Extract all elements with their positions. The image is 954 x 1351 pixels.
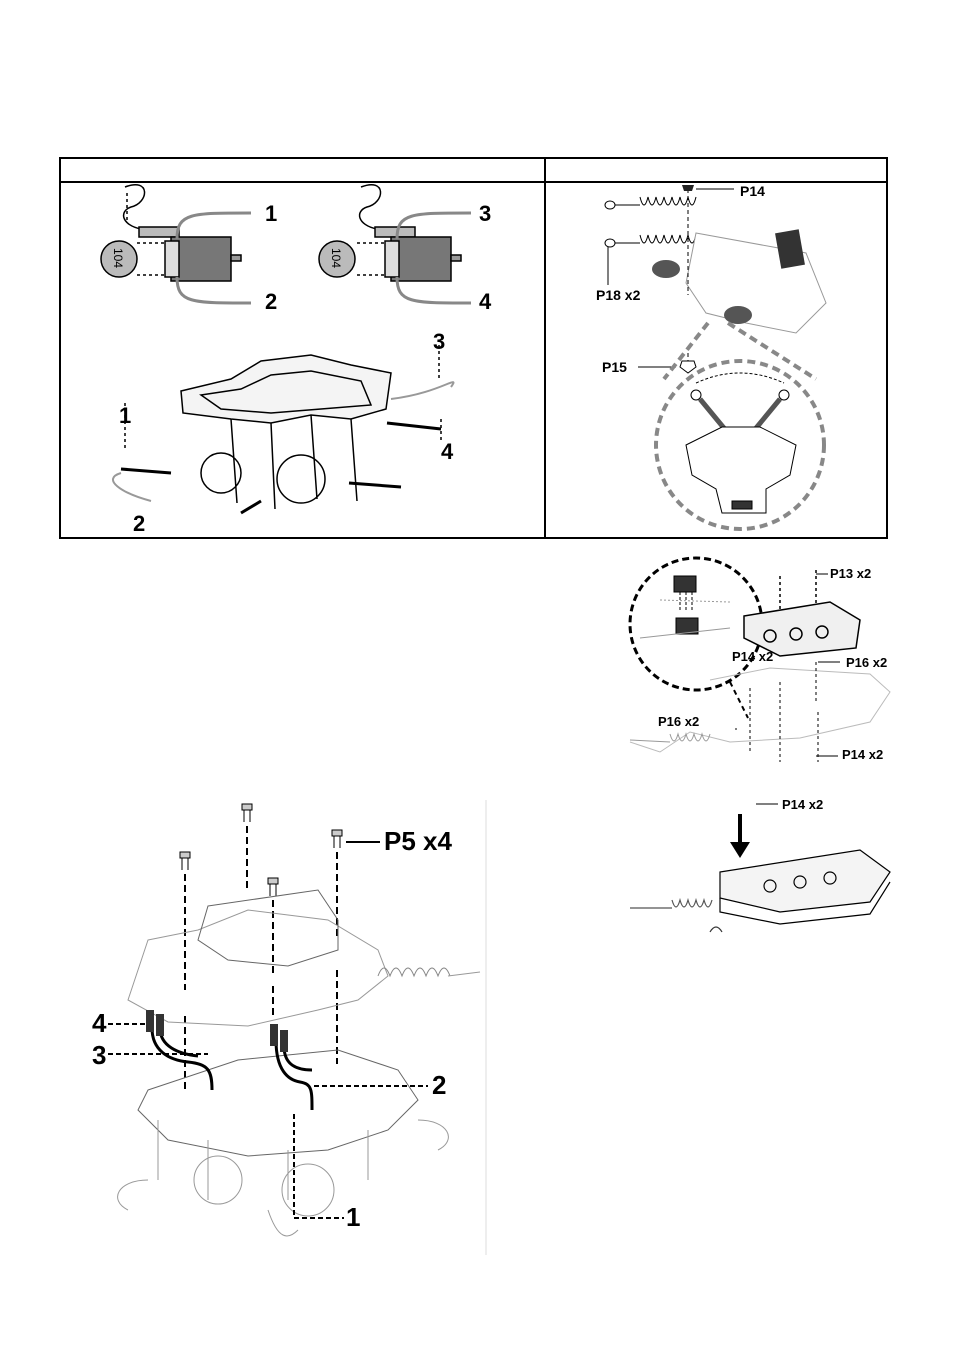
part-label-p16-right: P16 x2	[846, 655, 888, 670]
motor-wiring-drawing	[100, 184, 472, 515]
chassis-label-2: 2	[133, 511, 146, 536]
wire-label-3-bottom: 3	[92, 1040, 107, 1070]
wire-label-2-bottom: 2	[432, 1070, 447, 1100]
chassis-label-3: 3	[433, 329, 446, 354]
part-label-p14: P14	[740, 183, 765, 199]
part-label-p16-left: P16 x2	[658, 714, 700, 729]
motor-2-illustration	[357, 184, 472, 305]
wire-label-4-bottom: 4	[92, 1008, 107, 1038]
chassis-illustration	[112, 193, 455, 515]
motor-1-badge-label: 104	[111, 247, 126, 269]
sensor-board-drawing	[604, 185, 827, 531]
battery-assembly: P13 x2 P14 x2 P16 x2 P16 x2 P14 x2 P14 x…	[620, 552, 900, 962]
part-label-p18: P18 x2	[596, 287, 641, 303]
top-table	[59, 157, 888, 539]
sensor-board-panel: P14 P18 x2 P15	[546, 183, 886, 537]
wire-label-4: 4	[479, 289, 492, 314]
motor-1-illustration	[122, 184, 252, 305]
table-header-divider	[59, 181, 888, 183]
part-label-p14-right: P14 x2	[842, 747, 884, 762]
part-label-p14-upper: P14 x2	[732, 649, 774, 664]
part-label-p15: P15	[602, 359, 627, 375]
part-label-p13: P13 x2	[830, 566, 872, 581]
wire-label-1-bottom: 1	[346, 1202, 361, 1232]
part-label-p5: P5 x4	[384, 826, 452, 856]
part-label-p14-bottom: P14 x2	[782, 797, 824, 812]
chassis-assembly: P5 x4 4 3 2 1	[88, 800, 488, 1255]
wire-label-3: 3	[479, 201, 492, 226]
motor-2-badge	[318, 240, 356, 278]
table-column-divider	[544, 157, 546, 539]
chassis-label-1: 1	[119, 403, 132, 428]
motor-wiring-panel: 104 104 1 2 3 4 3 1 4 2	[61, 183, 544, 537]
chassis-assembly-drawing	[108, 800, 487, 1255]
motor-1-badge	[100, 240, 138, 278]
chassis-label-4: 4	[441, 439, 454, 464]
battery-assembly-drawing	[628, 556, 891, 933]
wire-label-1: 1	[265, 201, 278, 226]
wire-label-2: 2	[265, 289, 278, 314]
motor-2-badge-label: 104	[329, 247, 344, 269]
